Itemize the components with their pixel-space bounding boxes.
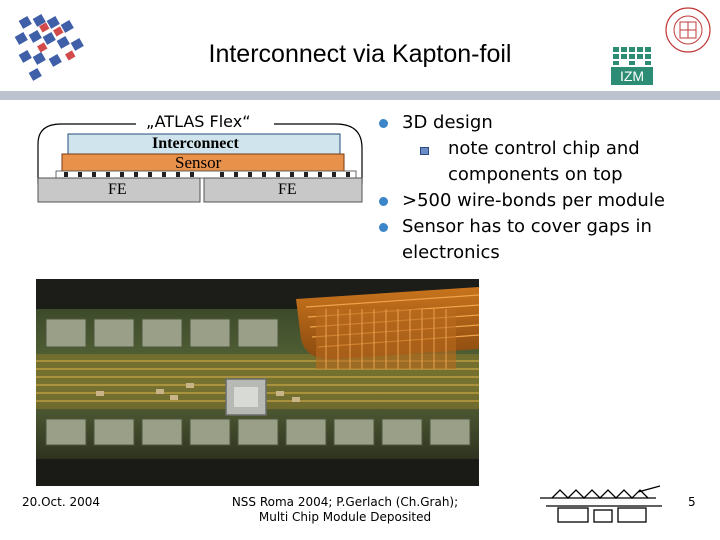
logo-left xyxy=(10,12,90,84)
bullet-list: 3D design note control chip and componen… xyxy=(376,110,716,266)
logo-izm: IZM xyxy=(611,45,653,85)
bullet-item: >500 wire-bonds per module xyxy=(376,188,716,214)
bullet-item: 3D design xyxy=(376,110,716,136)
footer-citation: NSS Roma 2004; P.Gerlach (Ch.Grah); Mult… xyxy=(210,495,480,525)
title-rule xyxy=(0,91,720,100)
bullet-dot-icon xyxy=(379,119,388,128)
bullet-dot-icon xyxy=(379,223,388,232)
sub-bullet-item: note control chip and components on top xyxy=(376,136,716,188)
fe-left-label: FE xyxy=(108,181,127,198)
bullet-item: Sensor has to cover gaps in electronics xyxy=(376,214,716,266)
module-photo xyxy=(36,279,479,486)
fe-right-label: FE xyxy=(278,181,297,198)
bullet-dot-icon xyxy=(379,197,388,206)
footer-citation-line1: NSS Roma 2004; P.Gerlach (Ch.Grah); xyxy=(231,495,459,509)
logo-seal xyxy=(656,4,716,56)
sensor-label: Sensor xyxy=(175,153,222,172)
footer-citation-line2: Multi Chip Module Deposited xyxy=(258,510,432,524)
module-diagram: „ATLAS Flex“ Interconnect Sensor FE FE xyxy=(36,104,366,214)
page-number: 5 xyxy=(688,495,696,509)
sub-bullet-icon xyxy=(420,147,429,155)
footer-module-sketch xyxy=(538,484,668,528)
interconnect-label: Interconnect xyxy=(152,135,239,152)
slide-title: Interconnect via Kapton-foil xyxy=(208,40,512,68)
izm-text: IZM xyxy=(619,68,645,84)
flex-label: „ATLAS Flex“ xyxy=(146,112,251,131)
footer-date: 20.Oct. 2004 xyxy=(22,495,100,509)
